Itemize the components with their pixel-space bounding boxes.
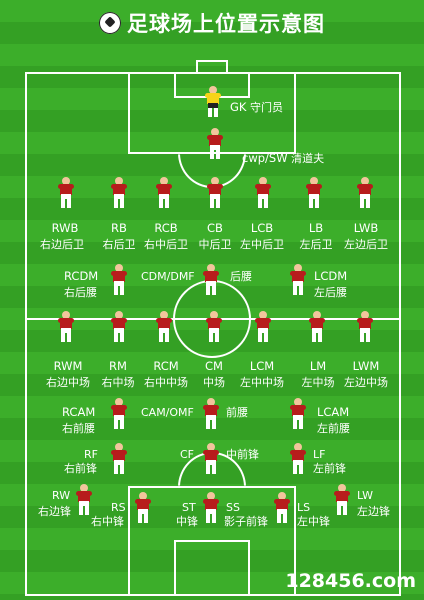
player-lb — [306, 177, 322, 209]
player-sw — [207, 128, 223, 160]
player-gk — [205, 86, 221, 118]
label-ls-cn: 左中锋 — [297, 515, 330, 528]
player-lf — [290, 443, 306, 475]
player-cf — [203, 443, 219, 475]
page-title: 足球场上位置示意图 — [0, 8, 424, 38]
player-cm — [206, 311, 222, 343]
label-cdm-cn: 后腰 — [230, 270, 252, 283]
label-st-abbr: ST — [182, 501, 196, 514]
label-cam-cn: 前腰 — [226, 406, 248, 419]
player-rcb — [156, 177, 172, 209]
label-rs-abbr: RS — [111, 501, 126, 514]
player-lw — [334, 484, 350, 516]
label-lw-abbr: LW — [357, 489, 373, 502]
player-rw — [76, 484, 92, 516]
label-sw: cwp/SW 清道夫 — [242, 151, 325, 166]
player-lcb — [255, 177, 271, 209]
label-gk: GK 守门员 — [230, 100, 283, 115]
label-rs-cn: 右中锋 — [91, 515, 124, 528]
label-lw-cn: 左边锋 — [357, 505, 390, 518]
player-st — [203, 492, 219, 524]
label-lf-abbr: LF — [313, 448, 326, 461]
player-lcam — [290, 398, 306, 430]
label-ls-abbr: LS — [297, 501, 311, 514]
player-rb — [111, 177, 127, 209]
football-icon — [99, 12, 121, 34]
player-lcdm — [290, 264, 306, 296]
label-rw-abbr: RW — [52, 489, 71, 502]
player-rm — [111, 311, 127, 343]
player-ls — [274, 492, 290, 524]
player-rcam — [111, 398, 127, 430]
title-text: 足球场上位置示意图 — [127, 12, 325, 36]
player-rs — [135, 492, 151, 524]
label-rw-cn: 右边锋 — [38, 505, 71, 518]
label-lf-cn: 左前锋 — [313, 462, 346, 475]
label-rf-abbr: RF — [84, 448, 98, 461]
player-rcm — [156, 311, 172, 343]
player-lwm — [357, 311, 373, 343]
player-rf — [111, 443, 127, 475]
bottom-goal-area — [174, 540, 250, 596]
watermark: 128456.com — [285, 570, 416, 592]
label-rf-cn: 右前锋 — [64, 462, 97, 475]
label-ss-abbr: SS — [226, 501, 240, 514]
player-lwb — [357, 177, 373, 209]
player-lm — [309, 311, 325, 343]
player-rwm — [58, 311, 74, 343]
player-lcm — [255, 311, 271, 343]
label-cf-cn: 中前锋 — [226, 448, 259, 461]
player-cdm — [203, 264, 219, 296]
player-rcdm — [111, 264, 127, 296]
label-cdm-abbr: CDM/DMF — [141, 270, 195, 283]
label-cam-abbr: CAM/OMF — [141, 406, 194, 419]
player-cb — [207, 177, 223, 209]
label-st-cn: 中锋 — [176, 515, 198, 528]
player-cam — [203, 398, 219, 430]
player-rwb — [58, 177, 74, 209]
label-ss-cn: 影子前锋 — [224, 515, 268, 528]
label-cf-abbr: CF — [180, 448, 195, 461]
top-goal — [196, 60, 228, 74]
